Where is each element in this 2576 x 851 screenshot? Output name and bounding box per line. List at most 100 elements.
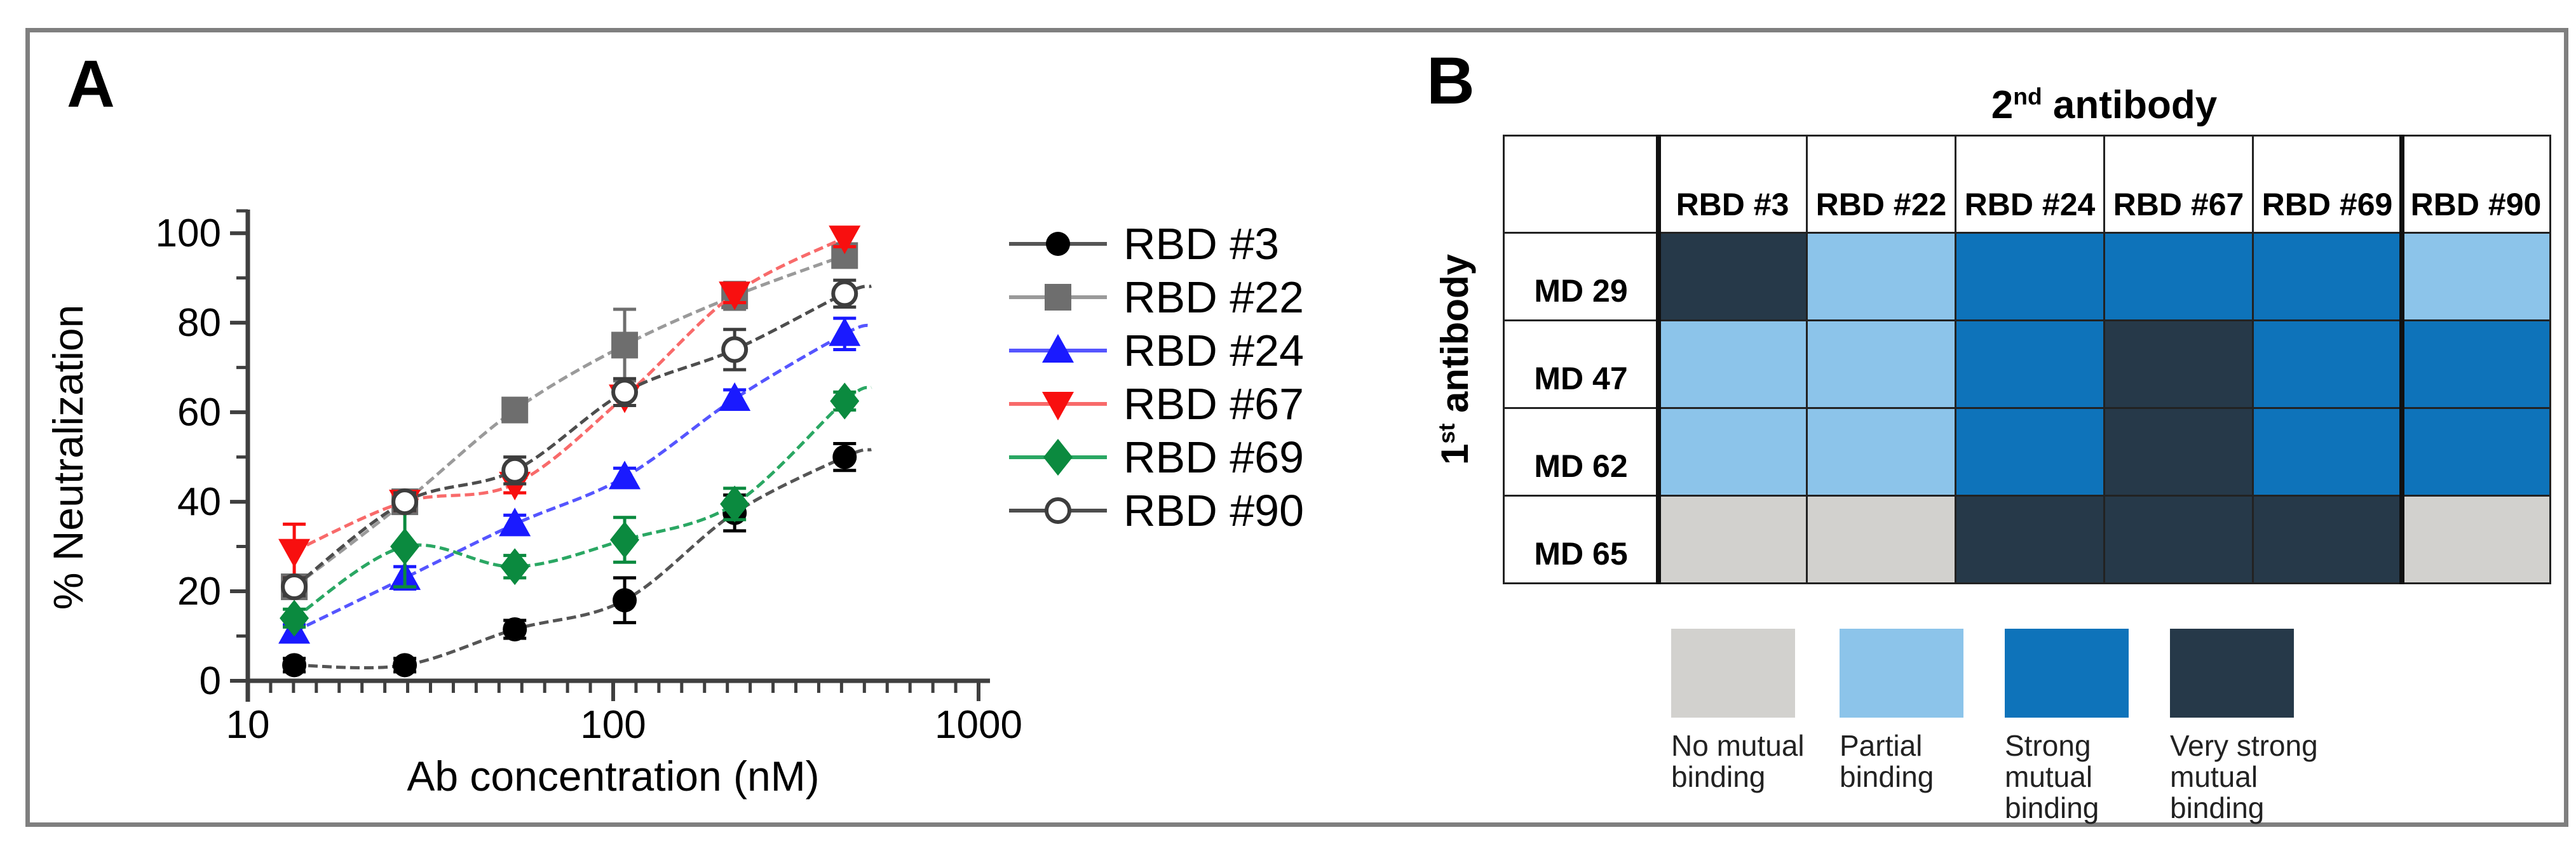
data-point-diamond xyxy=(1043,439,1073,476)
fit-curve xyxy=(293,323,872,633)
data-point-triangle-down xyxy=(278,539,311,568)
heatmap-thick-divider-left xyxy=(1656,135,1661,584)
data-point-diamond xyxy=(610,521,640,558)
heatmap-cell-strong xyxy=(2254,321,2401,407)
heatmap-column-header: RBD #24 xyxy=(1956,137,2103,232)
panel-b-label: B xyxy=(1427,44,1475,118)
data-point-open-circle xyxy=(721,336,749,363)
data-point-diamond xyxy=(830,382,860,420)
legend-label-line: Strong xyxy=(2005,729,2091,762)
heatmap-row-axis-title: 1st antibody xyxy=(1433,169,1477,550)
heatmap-cell-strong xyxy=(1956,321,2103,407)
legend-label: RBD #67 xyxy=(1123,379,1304,429)
heatmap-row-header: MD 29 xyxy=(1505,234,1657,319)
panel-a-label: A xyxy=(67,47,115,121)
heatmap-cell-very_strong xyxy=(1659,234,1806,319)
data-point-circle xyxy=(832,445,857,469)
heatmap-column-header: RBD #90 xyxy=(2403,137,2549,232)
y-tick-label: 100 xyxy=(156,211,221,255)
data-point-circle xyxy=(1046,232,1070,256)
legend-swatch-partial xyxy=(1840,629,1963,718)
data-point-triangle-up xyxy=(829,317,861,346)
data-point-circle xyxy=(282,653,307,678)
heatmap-column-header: RBD #22 xyxy=(1808,137,1955,232)
heatmap-cell-strong xyxy=(2403,321,2549,407)
data-point-square xyxy=(611,332,639,359)
y-axis-title: % Neutralization xyxy=(44,305,92,610)
title-text: 1 xyxy=(1434,443,1476,466)
x-tick-label: 100 xyxy=(580,703,646,747)
fit-curve xyxy=(293,254,846,588)
heatmap-cell-very_strong xyxy=(1956,497,2103,582)
x-axis-title: Ab concentration (nM) xyxy=(407,753,819,800)
heatmap-row-header: MD 62 xyxy=(1505,409,1657,495)
heatmap-cell-strong xyxy=(2105,234,2252,319)
data-point-circle xyxy=(503,617,527,641)
data-point-triangle-up xyxy=(609,460,641,490)
title-text: st xyxy=(1434,423,1460,444)
data-point-open-circle xyxy=(501,457,529,484)
legend-label-line: binding xyxy=(2170,791,2265,824)
heatmap-row-header: MD 47 xyxy=(1505,321,1657,407)
heatmap-row-header: MD 65 xyxy=(1505,497,1657,582)
series-rbd-3 xyxy=(282,441,872,678)
title-text: nd xyxy=(2013,83,2042,110)
heatmap-cell-very_strong xyxy=(2254,497,2401,582)
heatmap-cell-strong xyxy=(1956,234,2103,319)
legend-label-line: binding xyxy=(1840,760,1934,793)
series-rbd-22 xyxy=(281,242,858,600)
heatmap-cell-very_strong xyxy=(2105,409,2252,495)
legend-label: RBD #22 xyxy=(1123,272,1304,322)
heatmap-corner-cell xyxy=(1505,137,1657,232)
data-point-open-circle xyxy=(1045,497,1071,524)
data-point-triangle-down xyxy=(1042,392,1074,420)
data-point-circle xyxy=(613,588,637,613)
legend-label: RBD #24 xyxy=(1123,326,1304,375)
data-point-diamond xyxy=(390,528,420,565)
heatmap-column-header: RBD #67 xyxy=(2105,137,2252,232)
data-point-circle xyxy=(393,653,417,678)
y-tick-label: 40 xyxy=(177,480,221,524)
y-tick-label: 0 xyxy=(200,659,221,703)
legend-swatch-none xyxy=(1671,629,1795,718)
data-point-triangle-up xyxy=(1042,334,1074,363)
heatmap-column-header: RBD #69 xyxy=(2254,137,2401,232)
fit-curve xyxy=(294,448,872,669)
data-point-open-circle xyxy=(831,280,858,307)
data-point-open-circle xyxy=(611,379,639,406)
heatmap-cell-partial xyxy=(1659,409,1806,495)
data-point-diamond xyxy=(720,485,750,523)
heatmap-thick-divider-right xyxy=(2399,135,2404,584)
data-point-triangle-up xyxy=(719,382,751,411)
heatmap-cell-none xyxy=(1659,497,1806,582)
heatmap-cell-partial xyxy=(1808,234,1955,319)
legend-item xyxy=(1009,392,1107,420)
series-rbd-90 xyxy=(281,278,872,600)
data-point-diamond xyxy=(500,548,530,586)
heatmap-col-axis-title: 2nd antibody xyxy=(1659,83,2549,128)
legend-label-line: mutual xyxy=(2170,760,2258,793)
data-point-triangle-down xyxy=(829,225,861,255)
legend-item xyxy=(1009,439,1107,476)
series-rbd-24 xyxy=(278,316,872,644)
legend-label: RBD #69 xyxy=(1123,432,1304,482)
heatmap-cell-very_strong xyxy=(2105,321,2252,407)
legend-label-line: Partial xyxy=(1840,729,1923,762)
heatmap-cell-partial xyxy=(2403,234,2549,319)
y-tick-label: 20 xyxy=(177,570,221,613)
heatmap-cell-partial xyxy=(1659,321,1806,407)
legend-swatch-strong xyxy=(2005,629,2129,718)
y-tick-label: 80 xyxy=(177,301,221,345)
heatmap-cell-very_strong xyxy=(2105,497,2252,582)
legend-label-line: Very strong xyxy=(2170,729,2318,762)
heatmap-cell-partial xyxy=(1808,409,1955,495)
legend-label-line: binding xyxy=(1671,760,1766,793)
legend-item xyxy=(1009,497,1107,524)
legend-label: RBD #90 xyxy=(1123,486,1304,535)
heatmap-cell-none xyxy=(2403,497,2549,582)
heatmap-cell-strong xyxy=(2254,409,2401,495)
